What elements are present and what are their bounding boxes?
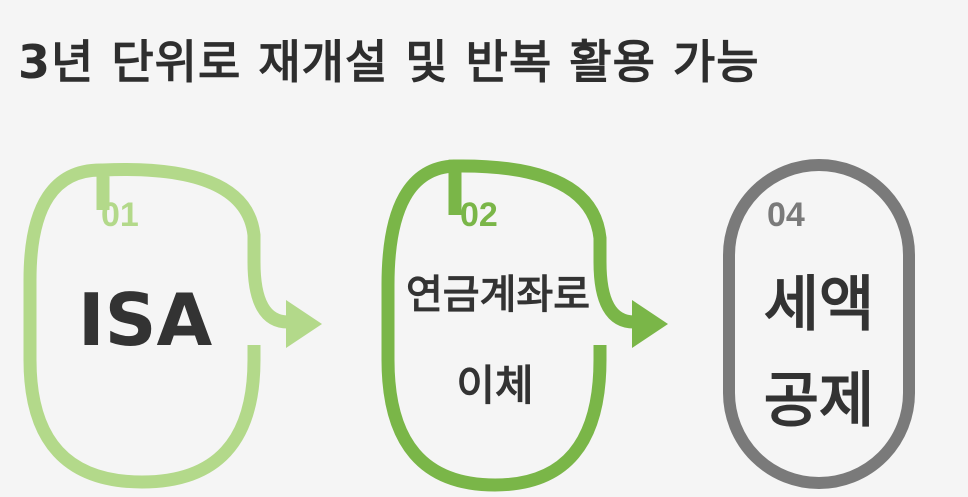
step-2-outline: [381, 159, 635, 492]
step-2-label-line-1: 연금계좌로: [406, 272, 590, 318]
step-1-outline: [23, 163, 289, 489]
step-2-label-line-2: 이체: [456, 361, 534, 410]
step-1-label: ISA: [77, 278, 213, 362]
step-4-label-line-2: 공제: [763, 366, 875, 436]
step-4-number: 04: [767, 196, 805, 234]
step-2-number: 02: [460, 196, 498, 234]
step-1-arrow-icon: [286, 300, 322, 348]
step-4-label-line-1: 세액: [763, 270, 875, 340]
step-2-arrow-icon: [632, 300, 668, 348]
page-title: 3년 단위로 재개설 및 반복 활용 가능: [18, 35, 760, 89]
step-1-number: 01: [101, 196, 139, 234]
step-4-outline: [723, 159, 915, 489]
